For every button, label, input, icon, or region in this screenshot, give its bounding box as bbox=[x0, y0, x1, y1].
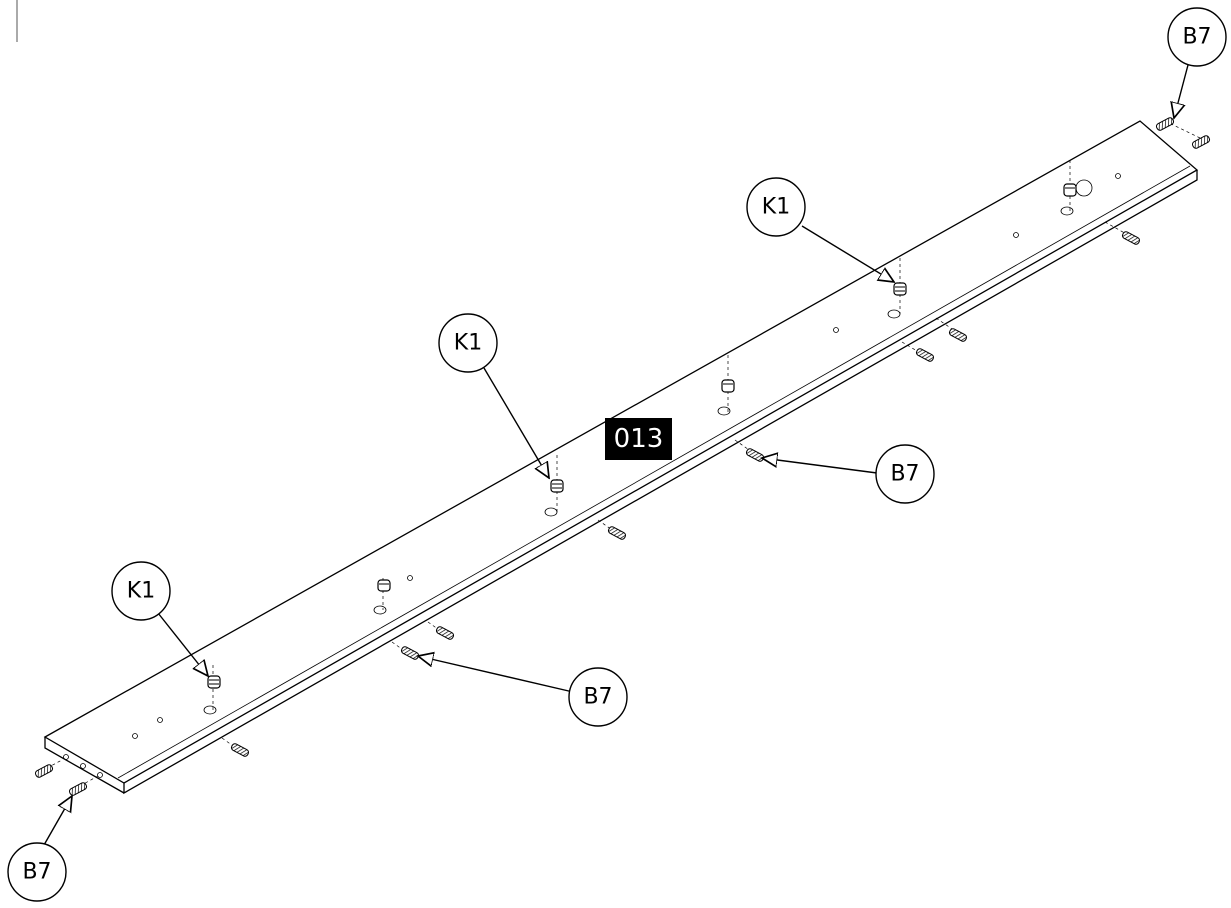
callout-label: K1 bbox=[127, 579, 155, 604]
dowel bbox=[34, 759, 63, 778]
board-panel bbox=[43, 120, 1199, 795]
dowel bbox=[597, 519, 627, 540]
callout-label: B7 bbox=[890, 462, 919, 487]
callout-k1-left: K1 bbox=[111, 561, 171, 621]
callout-b7-top-right: B7 bbox=[1167, 7, 1227, 67]
leader-lines bbox=[43, 64, 1189, 846]
callout-b7-mid-left: B7 bbox=[568, 667, 628, 727]
dowel bbox=[391, 641, 420, 660]
part-number-text: 013 bbox=[614, 424, 664, 454]
callout-b7-mid-right: B7 bbox=[875, 444, 935, 504]
part-number-label: 013 bbox=[605, 418, 672, 460]
callout-label: B7 bbox=[583, 685, 612, 710]
callout-k1-right: K1 bbox=[746, 177, 806, 237]
dowels bbox=[34, 117, 1211, 796]
dowel bbox=[427, 621, 455, 640]
cam-fittings bbox=[203, 160, 1077, 715]
dowel bbox=[935, 317, 968, 342]
cam-fitting-right bbox=[887, 258, 907, 319]
dowel bbox=[1155, 117, 1201, 139]
callout-k1-middle: K1 bbox=[438, 313, 498, 373]
cam-fitting-4 bbox=[717, 355, 735, 416]
cam-fitting-middle bbox=[544, 455, 564, 517]
dowel bbox=[901, 341, 935, 362]
dowel bbox=[1104, 221, 1141, 245]
dowel bbox=[734, 439, 765, 462]
cam-fitting-left bbox=[203, 665, 221, 715]
cam-fitting-2 bbox=[373, 578, 391, 615]
callout-b7-bottom-left: B7 bbox=[7, 842, 67, 902]
dowel bbox=[68, 775, 99, 796]
callout-label: B7 bbox=[1182, 25, 1211, 50]
cam-fitting-end bbox=[1060, 160, 1077, 216]
callout-label: B7 bbox=[22, 860, 51, 885]
dowel bbox=[221, 737, 250, 757]
callout-label: K1 bbox=[762, 195, 790, 220]
callout-label: K1 bbox=[454, 331, 482, 356]
dowel bbox=[1191, 135, 1211, 149]
